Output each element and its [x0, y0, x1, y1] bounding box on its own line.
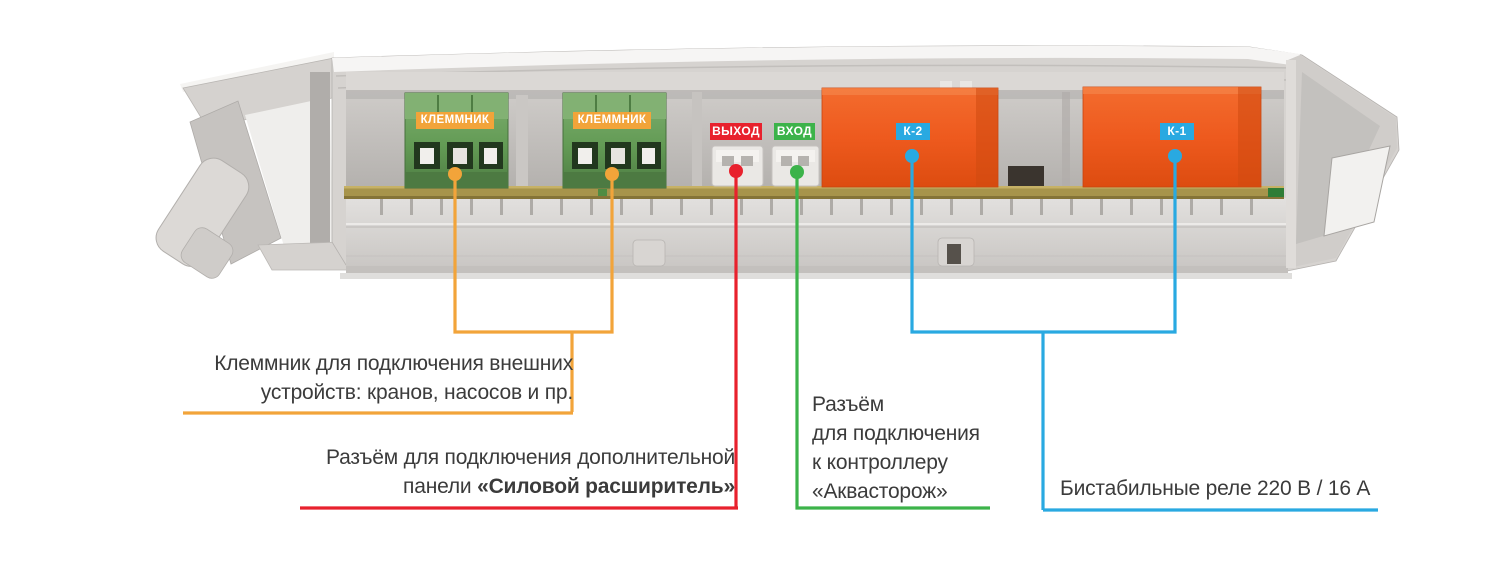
- callout-output: [300, 164, 743, 510]
- callout-relays: [905, 149, 1378, 512]
- input-dot: [790, 165, 804, 179]
- terminal-block-1-badge: КЛЕММНИК: [416, 112, 494, 129]
- relays-callout-line: [910, 156, 1378, 512]
- annotation-expander-connector: Разъём для подключения дополнительной па…: [326, 443, 735, 501]
- input-callout-line: [795, 172, 990, 510]
- input-badge: ВХОД: [774, 123, 815, 140]
- terminals-dot-1: [448, 167, 462, 181]
- relay-k1-dot: [1168, 149, 1182, 163]
- terminal-block-2-badge: КЛЕММНИК: [573, 112, 651, 129]
- output-badge: ВЫХОД: [710, 123, 762, 140]
- callout-terminals: [183, 167, 619, 415]
- annotation-expander-line2: панели «Силовой расширитель»: [403, 475, 735, 498]
- device-shadow: [340, 273, 1292, 279]
- annotation-terminals-line1: Клеммник для подключения внешних: [214, 352, 573, 375]
- annotation-expander-line1: Разъём для подключения дополнительной: [326, 446, 735, 469]
- relay-k2: [821, 81, 999, 188]
- callout-input: [790, 165, 990, 510]
- small-component: [1008, 166, 1044, 186]
- terminals-callout-line: [183, 174, 614, 415]
- left-hinge: [155, 52, 396, 279]
- annotation-relays: Бистабильные реле 220 В / 16 А: [1060, 477, 1371, 500]
- annotation-controller-line2: для подключения: [812, 422, 980, 445]
- annotation-controller-line4: «Аквасторож»: [812, 480, 948, 503]
- relay-k2-dot: [905, 149, 919, 163]
- annotation-terminals-line2: устройств: кранов, насосов и пр.: [260, 381, 573, 404]
- annotation-controller-line1: Разъём: [812, 393, 884, 416]
- annotation-terminals: Клеммник для подключения внешних устройс…: [214, 349, 573, 407]
- output-callout-line: [300, 171, 738, 510]
- terminal-block-2: [562, 92, 667, 189]
- relay-k1-badge: К-1: [1160, 123, 1194, 140]
- output-dot: [729, 164, 743, 178]
- pcb: [344, 186, 1284, 199]
- relay-k2-badge: К-2: [896, 123, 930, 140]
- right-end-cap: [1286, 55, 1397, 268]
- annotation-controller-connector: Разъём для подключения к контроллеру «Ак…: [812, 390, 980, 506]
- annotation-controller-line3: к контроллеру: [812, 451, 948, 474]
- terminals-dot-2: [605, 167, 619, 181]
